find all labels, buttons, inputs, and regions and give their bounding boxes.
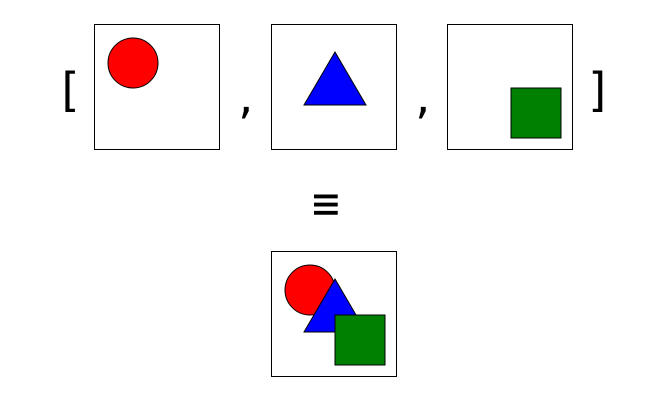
composite-green-square xyxy=(334,314,386,366)
left-bracket: [ xyxy=(55,63,83,117)
separator-comma-1: , xyxy=(234,77,259,123)
layer-frame-circle xyxy=(94,24,220,150)
layer-triangle-canvas xyxy=(303,51,367,106)
composite-frame xyxy=(271,251,397,377)
layer-frame-triangle xyxy=(271,24,397,150)
right-bracket: ] xyxy=(585,63,613,117)
composite-canvas xyxy=(284,264,386,366)
layer-frame-square xyxy=(447,24,573,150)
separator-comma-2: , xyxy=(411,77,436,123)
layer-circle-canvas xyxy=(107,37,159,89)
green-square-shape xyxy=(510,87,562,139)
blue-triangle-shape xyxy=(303,51,367,106)
equivalence-symbol: ≡ xyxy=(312,176,340,230)
layer-square-canvas xyxy=(510,87,562,139)
red-circle-shape xyxy=(107,37,159,89)
